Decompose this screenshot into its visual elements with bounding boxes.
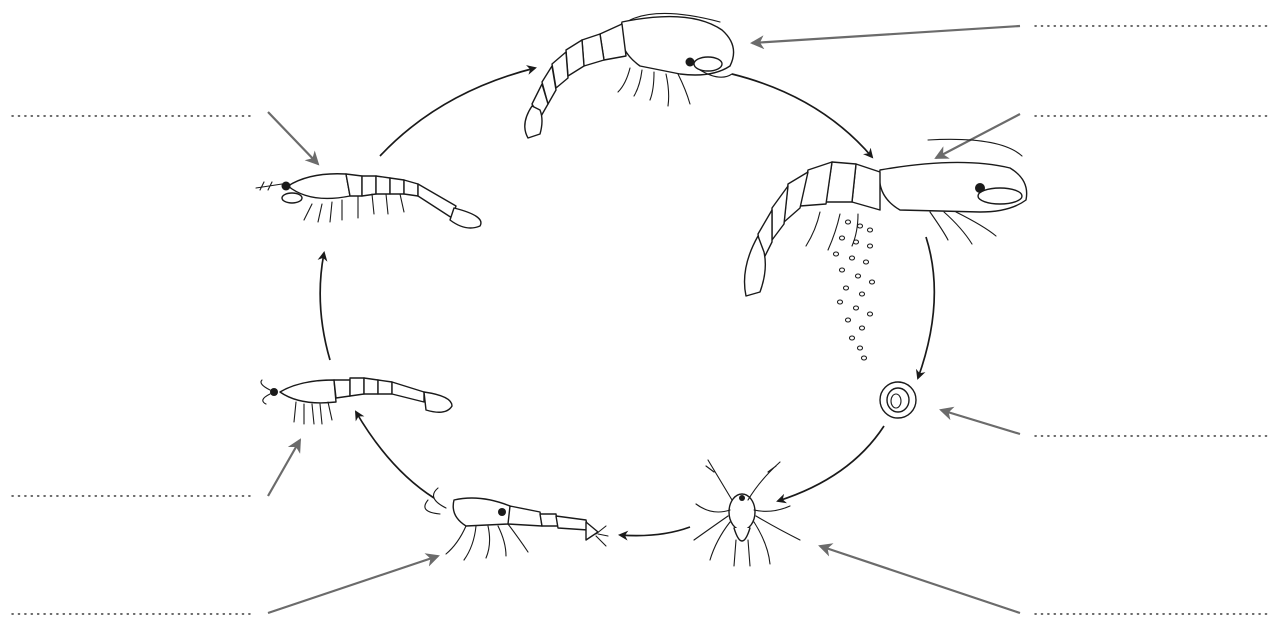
leader-arrow-egg-bearing <box>936 114 1020 158</box>
leader-arrow-zoea <box>268 556 438 613</box>
mysis-larva-icon <box>261 378 452 424</box>
cycle-arrow-egg-to-nauplius <box>778 426 884 501</box>
cycle-arrow-zoea-to-mysis <box>356 412 434 498</box>
zoea-larva-icon <box>425 488 608 560</box>
leader-arrow-mysis <box>268 440 300 496</box>
leader-arrow-nauplius <box>820 546 1020 613</box>
egg-bearing-shrimp-icon <box>745 139 1027 360</box>
cycle-arrow-nauplius-to-zoea <box>620 527 690 536</box>
leader-arrow-egg <box>941 410 1020 434</box>
cycle-arrow-mysis-to-postlarva <box>320 253 330 360</box>
cycle-arrow-postlarva-to-adult <box>380 68 535 156</box>
egg-cloud <box>834 220 875 360</box>
nauplius-larva-icon <box>694 460 800 566</box>
postlarva-icon <box>256 174 481 228</box>
egg-icon <box>880 382 916 418</box>
leader-arrow-adult <box>752 26 1020 43</box>
leader-arrow-postlarva <box>268 112 318 164</box>
cycle-arrow-adult-to-egg-bearing <box>732 74 872 157</box>
adult-shrimp-icon <box>525 13 734 138</box>
cycle-arrow-egg-bearing-to-egg <box>918 237 934 378</box>
